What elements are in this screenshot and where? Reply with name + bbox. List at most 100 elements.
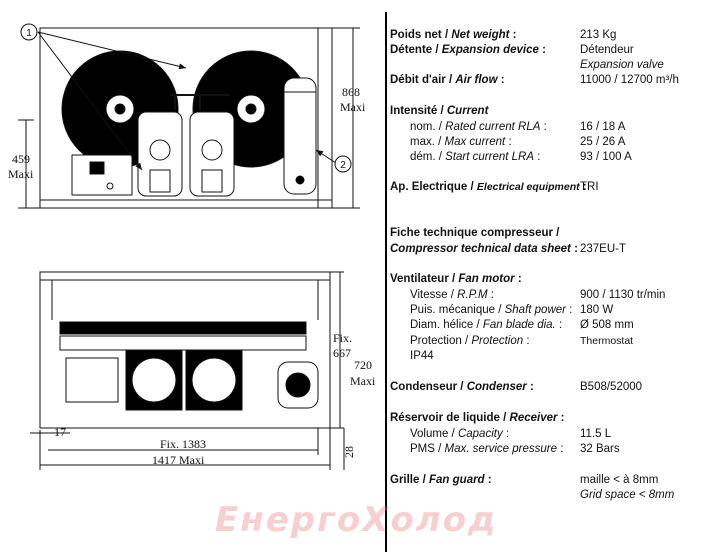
value: 900 / 1130 tr/min bbox=[580, 289, 666, 301]
spec-current-rated: nom. / Rated current RLA : 16 / 18 A bbox=[390, 120, 727, 135]
value: 213 Kg bbox=[580, 29, 617, 41]
label-fr: Ap. Electrique / bbox=[390, 181, 477, 193]
callout-2: 2 bbox=[334, 155, 352, 173]
compressor-left bbox=[137, 111, 183, 197]
label-sep: : bbox=[540, 121, 547, 133]
ip-rating: IP44 bbox=[410, 350, 434, 362]
value: Thermostat bbox=[580, 335, 634, 347]
dim-height-right-unit: Maxi bbox=[340, 100, 366, 114]
value: 11.5 L bbox=[580, 428, 612, 440]
watermark: ЕнергоХолод bbox=[215, 500, 498, 540]
spec-expansion-device: Détente / Expansion device : Détendeur bbox=[390, 43, 727, 58]
label-en: Electrical equipment bbox=[476, 181, 580, 193]
label-en: Capacity bbox=[457, 428, 503, 440]
label-en: Protection bbox=[471, 335, 524, 347]
label-en: Compressor technical data sheet bbox=[390, 243, 571, 255]
label-fr: Condenseur / bbox=[390, 381, 467, 393]
label-en: Condenser bbox=[466, 381, 527, 393]
label-en: Air flow bbox=[455, 74, 498, 86]
dim-fix-depth-label: Fix. bbox=[333, 331, 352, 345]
dim-offset-value: 17 bbox=[54, 425, 66, 439]
label-fr: Détente / bbox=[390, 44, 442, 56]
label-en: Fan guard bbox=[429, 474, 485, 486]
spec-fan-protection: Protection / Protection : Thermostat bbox=[390, 334, 727, 349]
label-sep: : bbox=[557, 412, 565, 424]
label-en: Start current LRA bbox=[445, 151, 534, 163]
label-fr: Volume / bbox=[410, 428, 458, 440]
label-sep: : bbox=[555, 319, 563, 331]
label-fr: Protection / bbox=[410, 335, 472, 347]
column-divider bbox=[385, 12, 387, 552]
label-en: Fan blade dia. bbox=[482, 319, 556, 331]
label-en: Fan motor bbox=[458, 273, 515, 285]
compressor-top-right bbox=[185, 349, 243, 411]
dim-total-width: 1417 Maxi bbox=[152, 453, 205, 467]
spec-fan-ip: IP44 bbox=[390, 349, 727, 364]
value: 16 / 18 A bbox=[580, 121, 626, 133]
label-fr: Poids net / bbox=[390, 29, 452, 41]
label-fr: nom. / bbox=[410, 121, 446, 133]
label-sep: : bbox=[514, 273, 522, 285]
label-sep: : bbox=[538, 44, 546, 56]
label-en: Net weight bbox=[451, 29, 510, 41]
label-sep: : bbox=[565, 304, 573, 316]
spec-fan-guard: Grille / Fan guard : maille < à 8mm bbox=[390, 473, 727, 488]
svg-text:2: 2 bbox=[340, 160, 346, 171]
value: 180 W bbox=[580, 304, 614, 316]
label-sep: : bbox=[487, 289, 494, 301]
compressor-top-left bbox=[125, 349, 183, 411]
label-en: Rated current RLA bbox=[445, 121, 541, 133]
label-en: Max. service pressure bbox=[444, 443, 557, 455]
dim-fix-depth-value: 667 bbox=[333, 346, 351, 360]
dim-height-left-unit: Maxi bbox=[8, 167, 34, 181]
label-sep: : bbox=[484, 474, 492, 486]
label-fr: max. / bbox=[410, 136, 445, 148]
dim-height-right-value: 868 bbox=[342, 85, 360, 99]
section-receiver: Réservoir de liquide / Receiver : bbox=[390, 411, 727, 426]
dim-total-depth-unit: Maxi bbox=[350, 374, 376, 388]
label-fr: Puis. mécanique / bbox=[410, 304, 505, 316]
spec-expansion-device-en: Expansion valve bbox=[390, 58, 727, 73]
label-fr: Réservoir de liquide / bbox=[390, 412, 510, 424]
value: 93 / 100 A bbox=[580, 151, 632, 163]
dim-height-left-value: 459 bbox=[12, 152, 30, 166]
value-en: Grid space < 8mm bbox=[580, 489, 675, 501]
value: Détendeur bbox=[580, 44, 634, 56]
section-fan-motor: Ventilateur / Fan motor : bbox=[390, 272, 727, 287]
label-fr: Débit d'air / bbox=[390, 74, 456, 86]
technical-drawing: 1 2 459 Maxi 868 Maxi bbox=[8, 23, 376, 470]
electrical-box bbox=[71, 154, 133, 196]
spec-compressor-sheet-fr: Fiche technique compresseur / bbox=[390, 226, 727, 241]
value: TRI bbox=[580, 181, 599, 193]
dim-fix-width: Fix. 1383 bbox=[160, 437, 206, 451]
section-current: Intensité / Current bbox=[390, 104, 727, 119]
dim-foot-value: 28 bbox=[342, 446, 356, 458]
label-sep: : bbox=[579, 181, 587, 193]
label-sep: : bbox=[526, 381, 534, 393]
label-en: Shaft power bbox=[504, 304, 566, 316]
label-fr: PMS / bbox=[410, 443, 445, 455]
label-en: Receiver bbox=[509, 412, 558, 424]
value: maille < à 8mm bbox=[580, 474, 659, 486]
label-sep: : bbox=[523, 335, 530, 347]
liquid-receiver bbox=[283, 77, 317, 195]
value: 32 Bars bbox=[580, 443, 620, 455]
label-sep: : bbox=[509, 29, 517, 41]
value: Ø 508 mm bbox=[580, 319, 634, 331]
label-fr: Vitesse / bbox=[410, 289, 458, 301]
label-sep: : bbox=[557, 443, 564, 455]
front-view bbox=[18, 27, 360, 209]
label-en: Max current bbox=[444, 136, 506, 148]
label-sep: : bbox=[505, 136, 512, 148]
label-sep: : bbox=[534, 151, 541, 163]
label-fr: Diam. hélice / bbox=[410, 319, 483, 331]
spec-fan-blade-dia: Diam. hélice / Fan blade dia. : Ø 508 mm bbox=[390, 318, 727, 333]
specifications: Poids net / Net weight : 213 Kg Détente … bbox=[390, 0, 727, 552]
callout-1: 1 bbox=[20, 23, 38, 41]
spec-fan-rpm: Vitesse / R.P.M : 900 / 1130 tr/min bbox=[390, 288, 727, 303]
label-sep: : bbox=[502, 428, 510, 440]
label-fr: Fiche technique compresseur / bbox=[390, 227, 560, 239]
spec-condenser: Condenseur / Condenser : B508/52000 bbox=[390, 380, 727, 395]
condenser-coil bbox=[59, 321, 307, 335]
label-fr: dém. / bbox=[410, 151, 446, 163]
